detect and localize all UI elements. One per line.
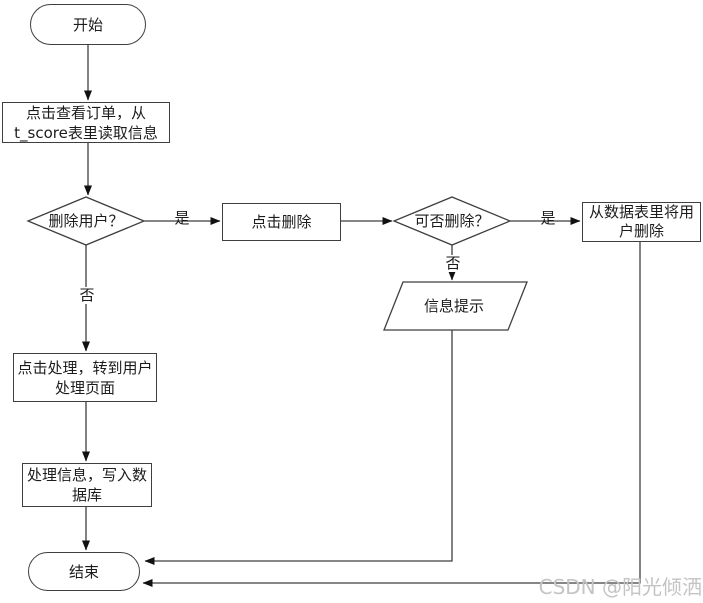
process-click-process: 点击处理，转到用户 处理页面 [13, 353, 157, 402]
edge-info-prompt-to-end [144, 330, 453, 565]
process-write-db: 处理信息，写入数 据库 [22, 463, 152, 507]
process-read-order-line1: 点击查看订单，从 [25, 103, 146, 122]
decision-can-delete-label-box: 可否删除？ [394, 197, 510, 245]
end-label: 结束 [68, 562, 99, 581]
decision-can-delete-shape [392, 196, 512, 246]
end-node: 结束 [28, 552, 140, 591]
decision-can-delete-label: 可否删除？ [414, 212, 490, 230]
decision-delete-user-shape [26, 196, 146, 246]
process-click-delete-label: 点击删除 [251, 213, 312, 231]
process-click-delete: 点击删除 [222, 203, 341, 241]
process-read-order-line2-rest: 表里读取信息 [67, 123, 158, 142]
start-label: 开始 [72, 15, 103, 34]
edge-delete-from-table-to-end [142, 242, 641, 587]
process-read-order: 点击查看订单，从 t_score表里读取信息 [2, 102, 170, 143]
process-write-db-label: 处理信息，写入数 据库 [26, 466, 147, 504]
io-info-prompt-label-box: 信息提示 [386, 282, 522, 330]
watermark: CSDN @阳光倾洒 [538, 575, 702, 599]
process-delete-from-table: 从数据表里将用 户删除 [582, 202, 701, 242]
io-info-prompt-shape [383, 281, 528, 331]
edge-label-can-delete-no: 否 [444, 254, 462, 272]
start-node: 开始 [30, 4, 146, 45]
process-read-order-line2: t_score表里读取信息 [14, 123, 158, 143]
decision-delete-user-label: 删除用户？ [48, 212, 124, 230]
table-name-text: t_score [14, 123, 68, 142]
decision-delete-user-label-box: 删除用户？ [28, 197, 144, 245]
process-delete-from-table-label: 从数据表里将用 户删除 [588, 203, 694, 240]
edge-label-delete-user-no: 否 [78, 286, 96, 304]
edge-label-can-delete-yes: 是 [540, 209, 556, 227]
io-info-prompt-label: 信息提示 [423, 297, 484, 315]
process-click-process-label: 点击处理，转到用户 处理页面 [17, 358, 153, 397]
edge-label-delete-user-yes: 是 [174, 209, 190, 227]
